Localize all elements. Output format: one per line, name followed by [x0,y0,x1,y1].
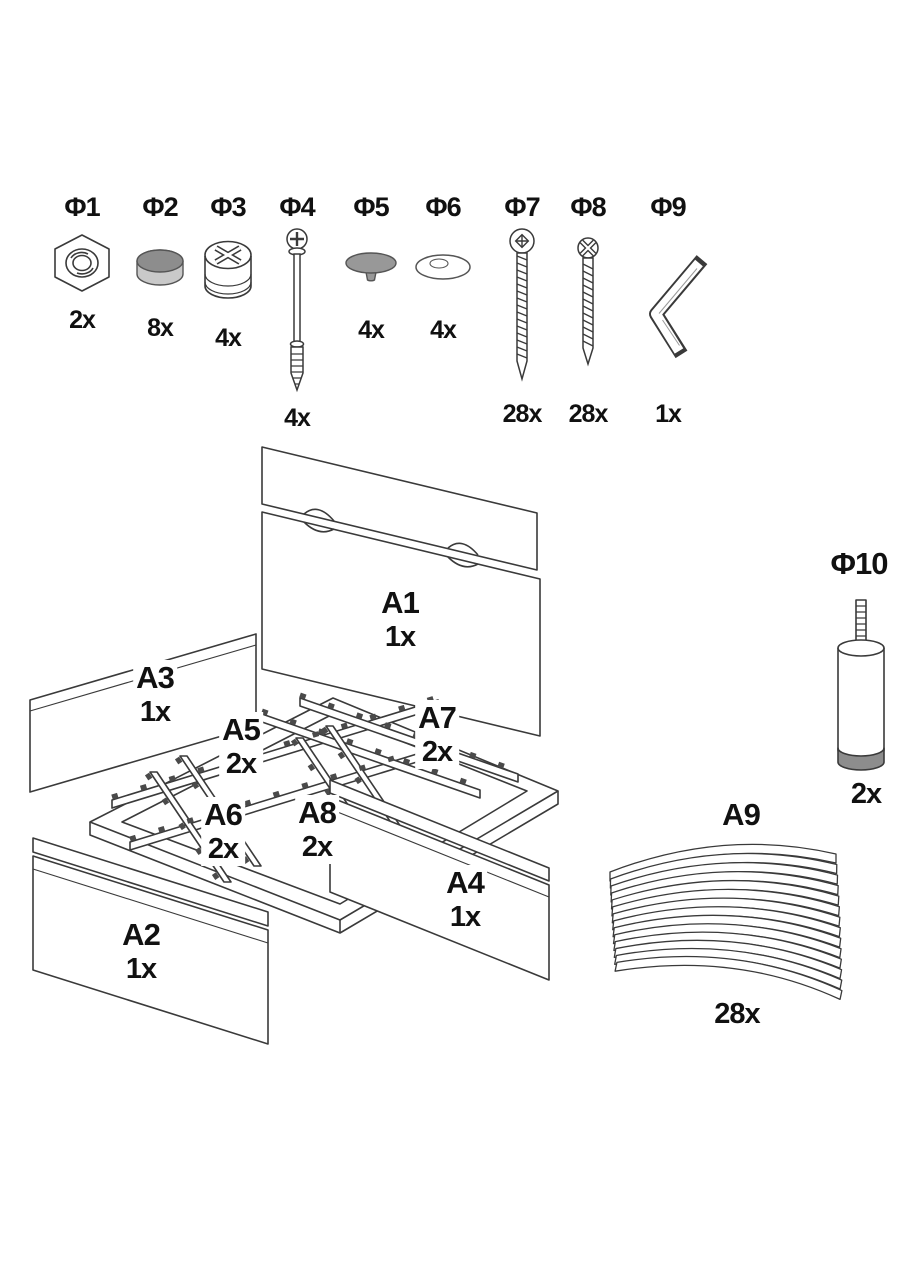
hardware-qty: 4x [215,324,242,352]
cam-lock-icon [196,224,260,320]
hardware-item-phi1: Φ1 2x [40,190,124,335]
hardware-label: Φ6 [425,192,461,222]
hardware-qty: 28x [502,400,543,428]
part-code: A8 [298,795,337,830]
hardware-item-phi8: Φ8 28x [546,190,630,429]
hardware-label: Φ7 [504,192,540,222]
part-label-a4: A4 1x [443,865,487,934]
part-qty-phi10: 2x [847,778,885,812]
cam-bolt-icon [279,224,315,400]
hardware-item-phi4: Φ4 4x [255,190,339,433]
long-screw-icon [506,224,538,396]
hardware-label: Φ1 [64,192,100,222]
cover-cap-icon [413,224,473,312]
hardware-label: Φ4 [279,192,315,222]
part-qty: 2x [421,735,453,768]
part-qty: 2x [850,778,882,810]
hardware-label: Φ2 [142,192,178,222]
part-qty: 1x [384,620,416,653]
part-code: A4 [446,865,485,900]
hardware-item-phi2: Φ2 8x [118,190,202,343]
hardware-qty: 8x [147,314,174,342]
hardware-label: Φ9 [650,192,686,222]
hardware-item-phi7: Φ7 28x [480,190,564,429]
part-code: A1 [381,585,420,620]
hardware-item-phi6: Φ6 4x [401,190,485,345]
part-code: A9 [722,797,761,832]
hardware-label: Φ3 [210,192,246,222]
part-qty-a9: 28x [711,998,763,1032]
wood-screw-icon [573,224,603,396]
part-qty: 1x [449,900,481,933]
hardware-qty: 4x [358,316,385,344]
part-qty: 28x [714,998,760,1030]
hardware-qty: 4x [430,316,457,344]
hardware-qty: 2x [69,306,96,334]
round-plug-icon [132,224,188,310]
hardware-label: Φ8 [570,192,606,222]
part-label-phi10: Φ10 [827,546,891,582]
hardware-qty: 1x [655,400,682,428]
hardware-qty: 4x [284,404,311,432]
allen-key-icon [620,224,716,396]
part-qty: 1x [125,952,157,985]
part-code: A6 [204,797,243,832]
hardware-item-phi3: Φ3 4x [186,190,270,353]
part-code: A5 [222,712,261,747]
part-qty: 2x [301,830,333,863]
part-label-a6: A6 2x [201,797,245,866]
part-code: A2 [122,917,161,952]
part-label-a1: A1 1x [378,585,422,654]
cover-cap-stem-icon [343,224,399,312]
part-code: A7 [418,700,457,735]
part-label-a2: A2 1x [119,917,163,986]
part-code: Φ10 [830,546,889,581]
hardware-label: Φ5 [353,192,389,222]
part-code: A3 [136,660,175,695]
leg-phi10 [837,599,885,771]
part-label-a5: A5 2x [219,712,263,781]
part-label-a7: A7 2x [415,700,459,769]
headboard-top-rail [261,446,538,571]
hardware-item-phi5: Φ5 4x [329,190,413,345]
part-qty: 2x [207,832,239,865]
hardware-qty: 28x [568,400,609,428]
hardware-item-phi9: Φ9 1x [616,190,720,429]
part-label-a3: A3 1x [133,660,177,729]
part-label-a9: A9 [719,797,763,833]
part-qty: 2x [225,747,257,780]
part-qty: 1x [139,695,171,728]
part-label-a8: A8 2x [295,795,339,864]
hex-nut-icon [46,224,118,302]
slat-stack-a9 [609,843,845,1018]
